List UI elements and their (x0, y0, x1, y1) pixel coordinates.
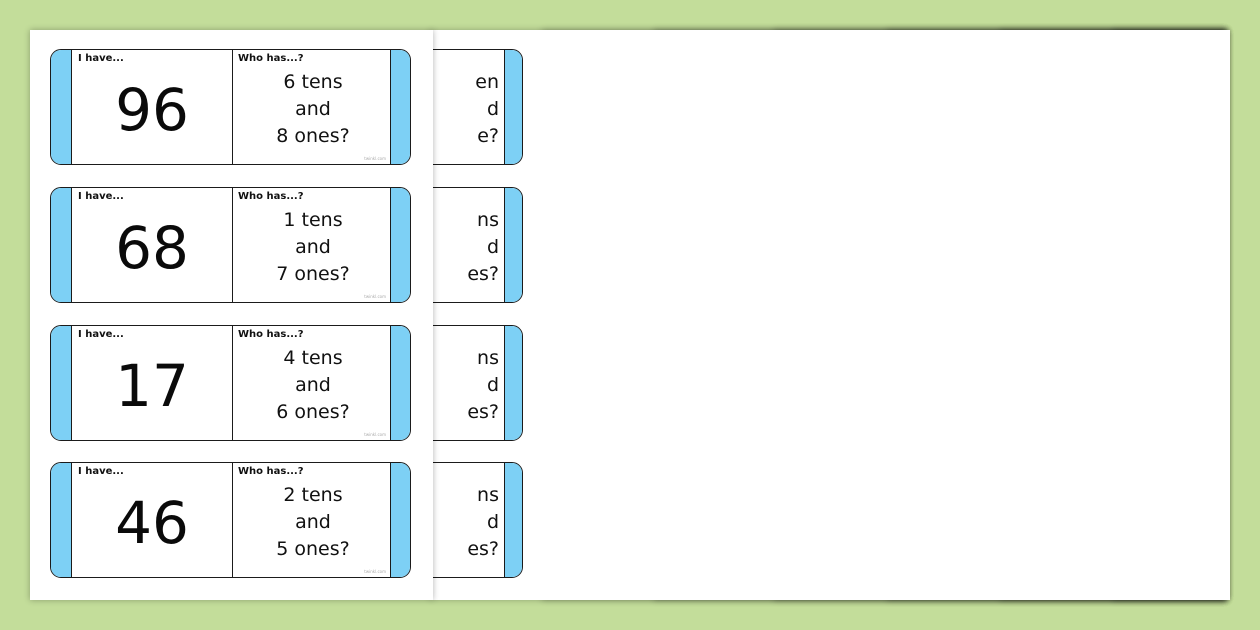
question-fragment-line: es? (467, 538, 499, 560)
i-have-label: I have... (78, 329, 124, 340)
who-has-label: Who has...? (238, 466, 304, 477)
question-fragment-line: es? (467, 401, 499, 423)
who-has-label: Who has...? (238, 191, 304, 202)
who-has-label: Who has...? (238, 53, 304, 64)
card-question: 4 tens and 6 ones? (233, 345, 393, 426)
card-strip-right (504, 188, 522, 302)
question-fragment-line: ns (477, 347, 499, 369)
question-and: and (295, 374, 331, 396)
question-fragment-line: en (475, 71, 499, 93)
back-sheet: en d e? ns d es? ns d es? ns d es? (363, 30, 1230, 600)
card-divider (232, 463, 233, 577)
question-fragment: ns d es? (364, 482, 499, 563)
i-have-label: I have... (78, 53, 124, 64)
card-question: 2 tens and 5 ones? (233, 482, 393, 563)
card-strip-left (51, 188, 72, 302)
card-strip-right (504, 50, 522, 164)
question-fragment: ns d es? (364, 345, 499, 426)
i-have-label: I have... (78, 466, 124, 477)
question-tens: 4 tens (283, 347, 343, 369)
question-ones: 8 ones? (276, 125, 350, 147)
card-strip-right (504, 463, 522, 577)
card-strip-right (390, 326, 410, 440)
question-tens: 2 tens (283, 484, 343, 506)
question-ones: 5 ones? (276, 538, 350, 560)
who-has-label: Who has...? (238, 329, 304, 340)
card-number: 96 (115, 76, 189, 144)
question-fragment-line: es? (467, 263, 499, 285)
question-and: and (295, 236, 331, 258)
question-fragment-line: ns (477, 484, 499, 506)
watermark: twinkl.com (364, 569, 386, 574)
card-strip-left (51, 463, 72, 577)
watermark: twinkl.com (364, 432, 386, 437)
card-strip-left (51, 326, 72, 440)
question-fragment-line: d (486, 511, 499, 533)
question-fragment: ns d es? (364, 207, 499, 288)
i-have-who-has-card: I have... Who has...? 46 2 tens and 5 ones? tw… (50, 462, 411, 578)
question-fragment: en d e? (364, 69, 499, 150)
card-number: 17 (115, 352, 189, 420)
question-fragment-line: ns (477, 209, 499, 231)
question-ones: 6 ones? (276, 401, 350, 423)
i-have-who-has-card: I have... Who has...? 17 4 tens and 6 ones? tw… (50, 325, 411, 441)
i-have-label: I have... (78, 191, 124, 202)
card-divider (232, 188, 233, 302)
watermark: twinkl.com (364, 294, 386, 299)
question-fragment-line: e? (477, 125, 499, 147)
card-number: 68 (115, 214, 189, 282)
card-divider (232, 326, 233, 440)
question-tens: 6 tens (283, 71, 343, 93)
watermark: twinkl.com (364, 156, 386, 161)
question-ones: 7 ones? (276, 263, 350, 285)
question-fragment-line: d (486, 98, 499, 120)
card-question: 6 tens and 8 ones? (233, 69, 393, 150)
card-question: 1 tens and 7 ones? (233, 207, 393, 288)
card-number: 46 (115, 489, 189, 557)
question-fragment-line: d (486, 374, 499, 396)
card-divider (232, 50, 233, 164)
i-have-who-has-card: I have... Who has...? 96 6 tens and 8 ones? tw… (50, 49, 411, 165)
front-sheet: I have... Who has...? 96 6 tens and 8 ones? tw… (30, 30, 433, 600)
question-and: and (295, 98, 331, 120)
i-have-who-has-card: I have... Who has...? 68 1 tens and 7 ones? tw… (50, 187, 411, 303)
question-fragment-line: d (486, 236, 499, 258)
question-and: and (295, 511, 331, 533)
card-strip-right (504, 326, 522, 440)
card-strip-right (390, 188, 410, 302)
card-strip-right (390, 463, 410, 577)
card-strip-left (51, 50, 72, 164)
question-tens: 1 tens (283, 209, 343, 231)
card-strip-right (390, 50, 410, 164)
